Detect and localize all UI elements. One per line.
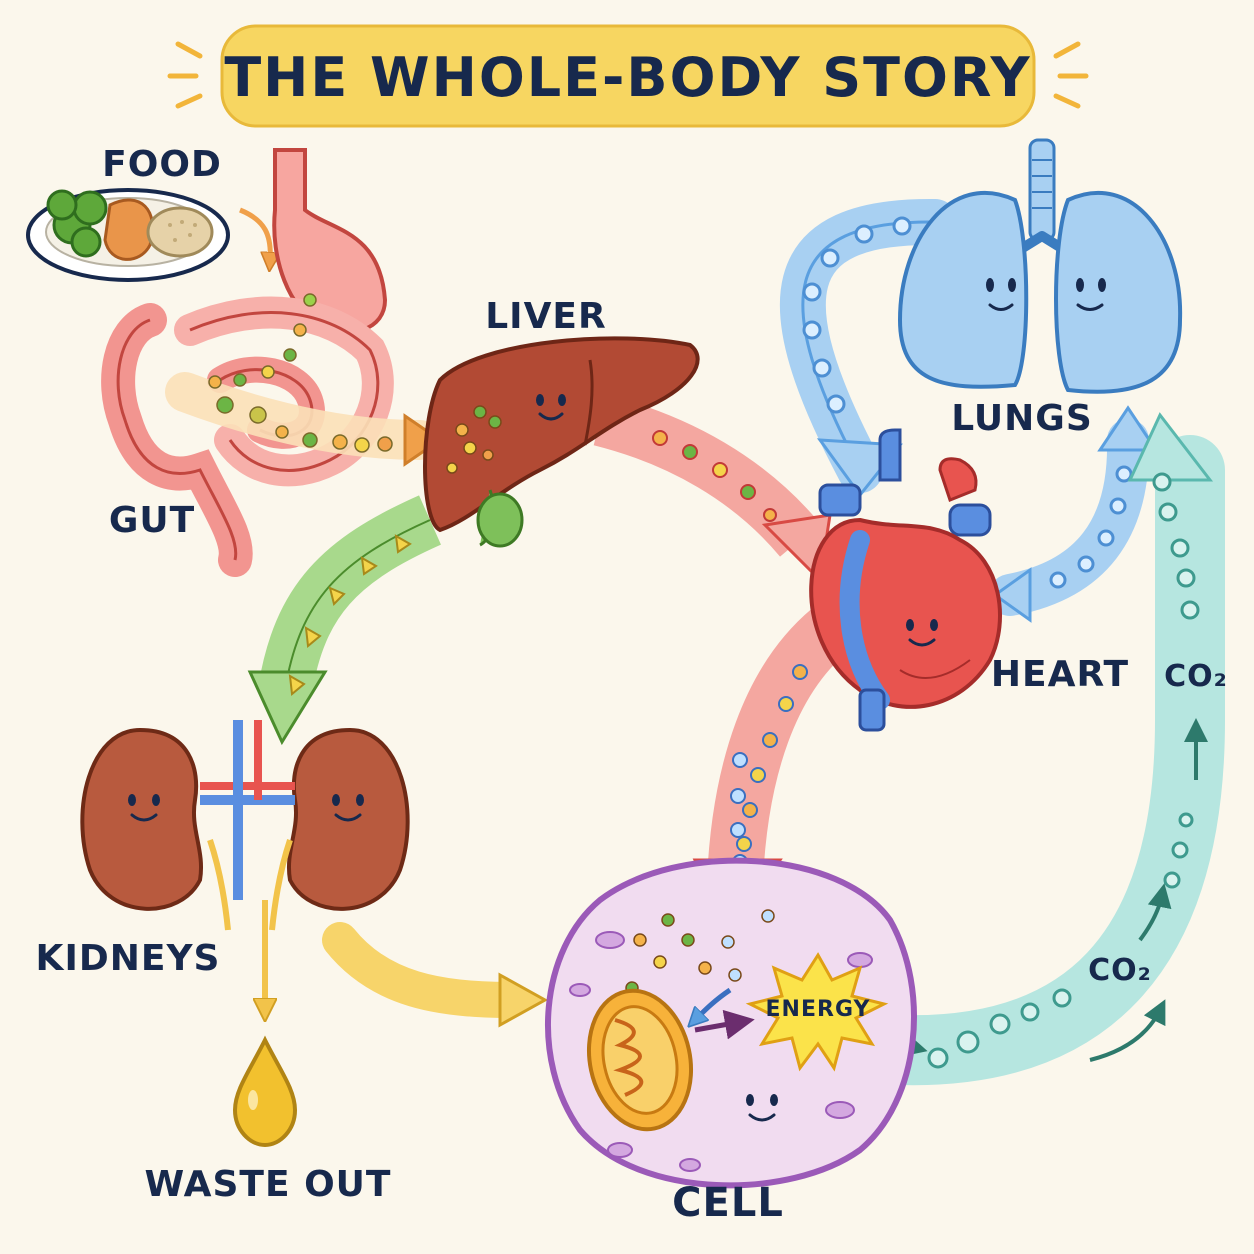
co2-label-upper: CO₂ (1164, 659, 1228, 694)
liver-icon (423, 336, 700, 548)
oxygen-arrowhead-up (1097, 405, 1159, 452)
gut-label: GUT (109, 500, 195, 541)
nutrient-arrow-gut-to-liver (165, 293, 443, 467)
waste-drop-icon (232, 1035, 298, 1148)
arrow-kidneys-to-cell (322, 922, 549, 1028)
bile-arrowhead (247, 670, 328, 746)
oxygen-into-mitochondrion-arrow (695, 987, 732, 1020)
liver-label: LIVER (485, 296, 607, 337)
title-sparkle-left (167, 41, 203, 109)
waste-label: WASTE OUT (145, 1164, 392, 1205)
title-banner: THE WHOLE-BODY STORY (167, 24, 1089, 128)
cell-label: CELL (672, 1180, 784, 1226)
energy-burst-icon: ENERGY (745, 952, 889, 1072)
oxygen-arrow-to-heart (779, 198, 958, 498)
page-title: THE WHOLE-BODY STORY (224, 46, 1031, 109)
title-sparkle-right (1053, 41, 1089, 109)
food-plate-icon (26, 188, 230, 282)
mitochondrion-icon (586, 988, 694, 1132)
kidneys-icon (80, 720, 410, 931)
cell-face (746, 1094, 778, 1122)
kidneys-label: KIDNEYS (36, 938, 221, 979)
lungs-label: LUNGS (951, 398, 1093, 439)
co2-label-lower: CO₂ (1088, 953, 1152, 988)
energy-label: ENERGY (766, 997, 871, 1022)
heart-label: HEART (991, 654, 1129, 695)
gut-icon (101, 148, 394, 577)
blood-arrow-liver-to-heart (593, 394, 832, 584)
food-label: FOOD (102, 144, 222, 185)
mitochondrion-to-energy-arrow (694, 1009, 755, 1040)
lungs-icon (897, 138, 1183, 394)
food-to-gut-arrow (239, 207, 270, 262)
co2-arrow (865, 412, 1225, 1086)
bile-arrow-liver-to-kidneys (247, 495, 442, 746)
heart-icon (809, 428, 1002, 732)
oxygen-arrow-from-heart (989, 405, 1159, 623)
